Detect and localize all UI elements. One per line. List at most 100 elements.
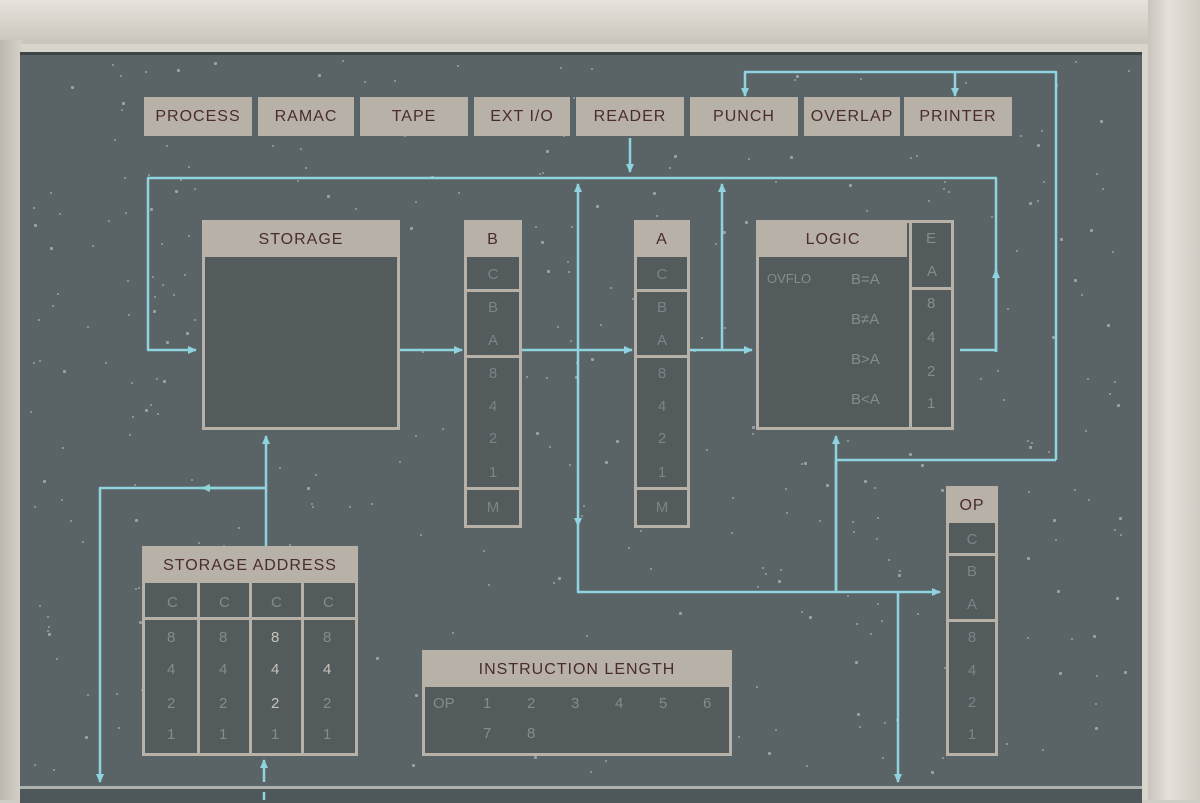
register-op: OP C B A 8 4 2 1 [946,486,998,756]
register-op-bit: 8 [949,619,995,653]
dust-speck [121,109,124,112]
dust-speck [668,166,671,169]
dust-speck [1099,119,1103,123]
dust-speck [1095,727,1099,731]
dust-speck [714,243,717,246]
dust-speck [800,611,803,614]
register-a-bit: 1 [657,463,667,481]
dust-speck [857,712,860,716]
register-op-bit: B [949,553,995,587]
dust-speck [848,184,852,188]
il-position: 4 [615,695,624,712]
dust-speck [1026,636,1029,639]
dust-speck [539,172,541,175]
storage-address-title: STORAGE ADDRESS [145,549,355,583]
dust-speck [128,313,131,316]
dust-speck [866,210,869,213]
dust-speck [991,216,994,219]
dust-speck [131,416,134,419]
dust-speck [162,379,166,383]
dust-speck [826,483,830,487]
dust-speck [161,242,164,245]
dust-speck [111,63,114,66]
dust-speck [92,244,95,247]
register-a-bit: 2 [657,429,667,447]
sa-bit: 8 [271,629,280,646]
dust-speck [1086,378,1089,381]
dust-speck [545,150,549,154]
dust-speck [119,75,122,78]
dust-speck [877,603,880,606]
dust-speck [415,693,419,697]
dust-speck [541,171,544,174]
il-position: 5 [659,695,668,712]
dust-speck [859,725,862,728]
dust-speck [420,533,423,536]
dust-speck [774,181,777,184]
dust-speck [187,234,190,237]
dust-speck [165,144,168,147]
dust-speck [134,587,137,590]
dust-speck [909,156,912,159]
dust-speck [272,145,275,148]
dust-speck [571,225,574,228]
dust-speck [546,377,549,380]
dust-speck [415,201,418,204]
dust-speck [152,276,155,279]
dust-speck [50,246,54,250]
dust-speck [884,722,887,724]
storage-box: STORAGE [202,220,400,430]
dust-speck [184,273,187,276]
dust-speck [557,577,561,581]
dust-speck [46,629,49,632]
dust-speck [1094,703,1097,706]
dust-speck [117,726,120,729]
dust-speck [355,207,358,210]
dust-speck [312,506,315,509]
logic-side-bit: 1 [927,395,936,412]
dust-speck [1026,440,1029,443]
dust-speck [1116,597,1120,601]
dust-speck [888,558,891,561]
dust-speck [399,460,402,463]
dust-speck [155,378,158,381]
dust-speck [123,177,126,180]
dust-speck [34,764,37,767]
dust-speck [487,583,490,586]
dust-speck [590,771,593,774]
dust-speck [943,667,946,670]
dust-speck [790,156,794,160]
dust-speck [60,498,63,501]
dust-speck [1053,518,1057,522]
logic-side-bit: 2 [927,363,936,380]
dust-speck [318,73,322,77]
dust-speck [732,496,735,499]
dust-speck [573,97,576,100]
dust-speck [62,370,66,374]
dust-speck [1020,135,1023,138]
dust-speck [166,340,170,344]
dust-speck [673,154,677,158]
storage-title: STORAGE [205,223,397,257]
sa-bit: C [219,594,230,611]
register-op-bit: 1 [967,725,977,743]
dust-speck [534,756,538,760]
dust-speck [553,582,556,585]
dust-speck [1096,675,1099,678]
dust-speck [744,220,748,224]
dust-speck [964,82,967,85]
sa-bit: 8 [323,629,332,646]
dust-speck [441,427,444,430]
il-position: 2 [527,695,536,712]
dust-speck [1080,293,1083,296]
logic-condition: B=A [851,271,880,288]
dust-speck [116,692,119,695]
register-b-bit: 2 [488,429,498,447]
register-b-bit: 1 [488,463,498,481]
dust-speck [756,686,759,689]
dust-speck [801,463,804,466]
dust-speck [547,270,551,274]
sa-bit: 2 [323,695,332,712]
register-a-bit: 4 [657,397,667,415]
